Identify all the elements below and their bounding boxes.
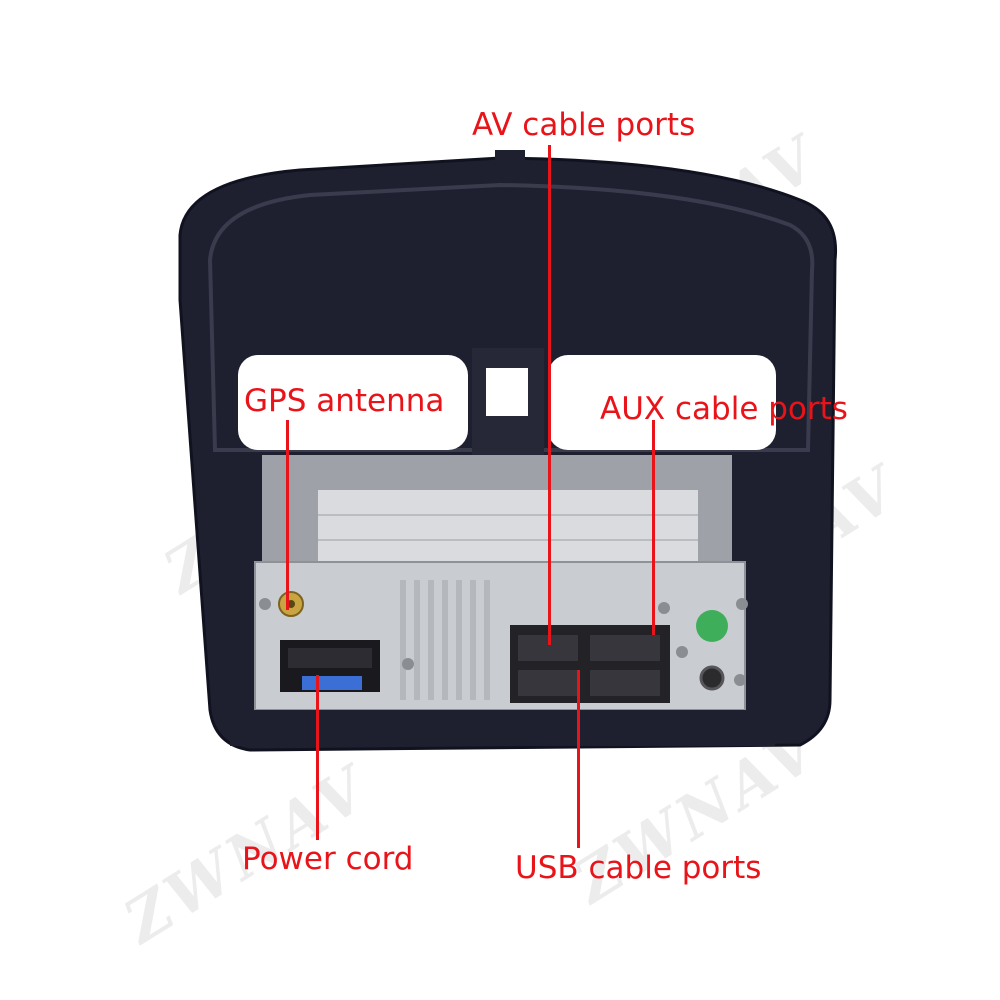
screw: [658, 602, 670, 614]
qc-sticker: [696, 610, 728, 642]
av-leader-line: [548, 145, 551, 645]
aux-leader-line: [652, 420, 655, 635]
bezel-inner-edge: [207, 182, 815, 452]
label-aux-cable-ports: AUX cable ports: [600, 391, 848, 427]
bezel-bottom: [230, 710, 775, 746]
screw: [734, 674, 746, 686]
label-power-cord: Power cord: [242, 841, 414, 877]
screw: [259, 598, 271, 610]
heat-sink: [400, 580, 490, 700]
power-leader-line: [316, 675, 319, 840]
fuse: [302, 676, 362, 690]
aux-jack: [699, 665, 725, 691]
label-gps-antenna: GPS antenna: [244, 383, 445, 419]
center-bracket-hole: [486, 368, 528, 416]
metal-cage-top: [318, 490, 698, 565]
window-right: [548, 355, 776, 450]
screw: [402, 658, 414, 670]
label-av-cable-ports: AV cable ports: [472, 107, 696, 143]
gps-leader-line: [286, 420, 289, 610]
usb-leader-line: [577, 670, 580, 848]
label-usb-cable-ports: USB cable ports: [515, 850, 762, 886]
screw: [736, 598, 748, 610]
screw: [676, 646, 688, 658]
window-left: [238, 355, 468, 450]
